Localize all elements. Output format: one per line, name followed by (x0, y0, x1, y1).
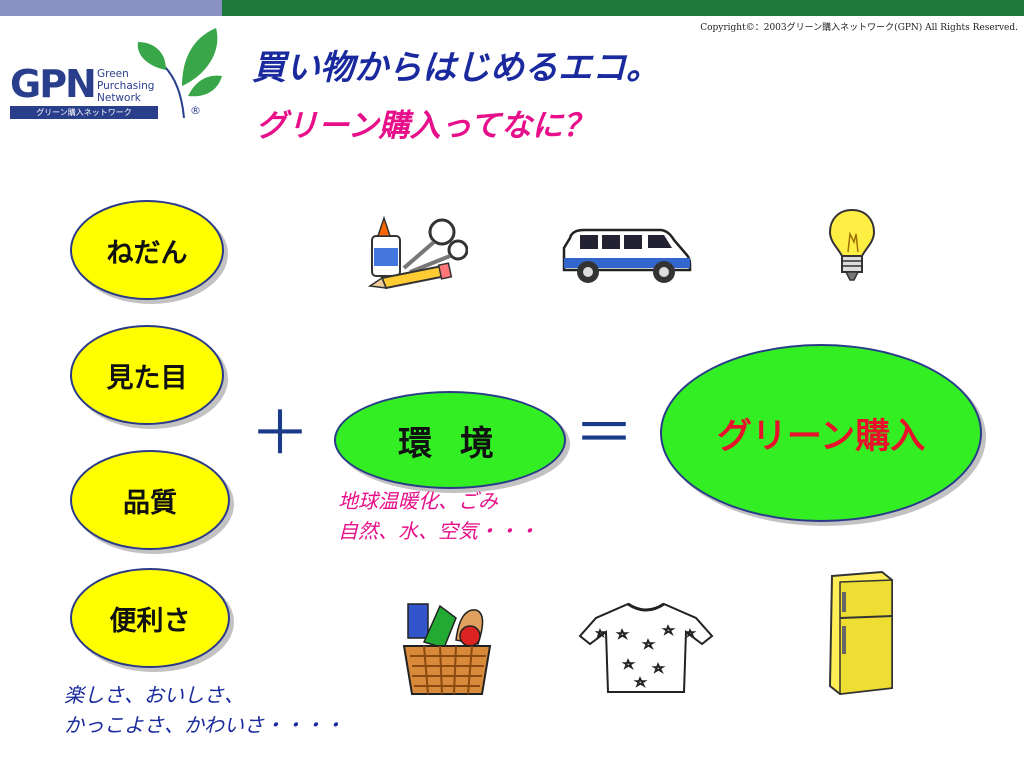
criterion-convenience: 便利さ (70, 568, 230, 668)
grocery-basket-icon (402, 603, 492, 695)
page-subtitle: グリーン購入ってなに？ (256, 108, 594, 144)
copyright-text: Copyright©：2003グリーン購入ネットワーク(GPN) All Rig… (700, 23, 1018, 33)
sweater-icon (578, 602, 714, 693)
registered-mark: ® (190, 104, 201, 117)
criterion-appearance: 見た目 (70, 325, 224, 425)
green-purchasing-oval: グリーン購入 (660, 344, 982, 522)
logo-abbr: GPN (10, 62, 97, 106)
stationery-icon (367, 215, 468, 290)
criterion-price: ねだん (70, 200, 224, 300)
environment-oval: 環 境 (334, 391, 566, 489)
gpn-logo: GPN Green Purchasing Network グリーン購入ネットワー… (8, 26, 222, 122)
van-icon (562, 228, 692, 283)
top-bar-green (222, 0, 1024, 16)
logo-subtitle: グリーン購入ネットワーク (10, 106, 158, 119)
plus-sign: ＋ (250, 399, 310, 469)
extra-note-line: かっこよさ、かわいさ・・・・ (64, 713, 344, 737)
logo-words: Green Purchasing Network (97, 68, 154, 104)
environment-notes: 地球温暖化、ごみ 自然、水、空気・・・ (338, 486, 538, 546)
environment-note-line: 自然、水、空気・・・ (338, 519, 538, 543)
light-bulb-icon (828, 208, 876, 281)
environment-note-line: 地球温暖化、ごみ (338, 489, 498, 513)
logo-word-network: Network (97, 92, 141, 104)
extra-notes: 楽しさ、おいしさ、 かっこよさ、かわいさ・・・・ (64, 680, 344, 740)
logo-word-green: Green (97, 68, 129, 80)
refrigerator-icon (828, 570, 893, 696)
leaf-icon (137, 28, 222, 118)
logo-word-purchasing: Purchasing (97, 80, 155, 92)
equals-sign: ＝ (574, 399, 634, 469)
criterion-quality: 品質 (70, 450, 230, 550)
extra-note-line: 楽しさ、おいしさ、 (64, 683, 244, 707)
page-title: 買い物からはじめるエコ。 (252, 48, 660, 88)
top-bar-lavender (0, 0, 222, 16)
